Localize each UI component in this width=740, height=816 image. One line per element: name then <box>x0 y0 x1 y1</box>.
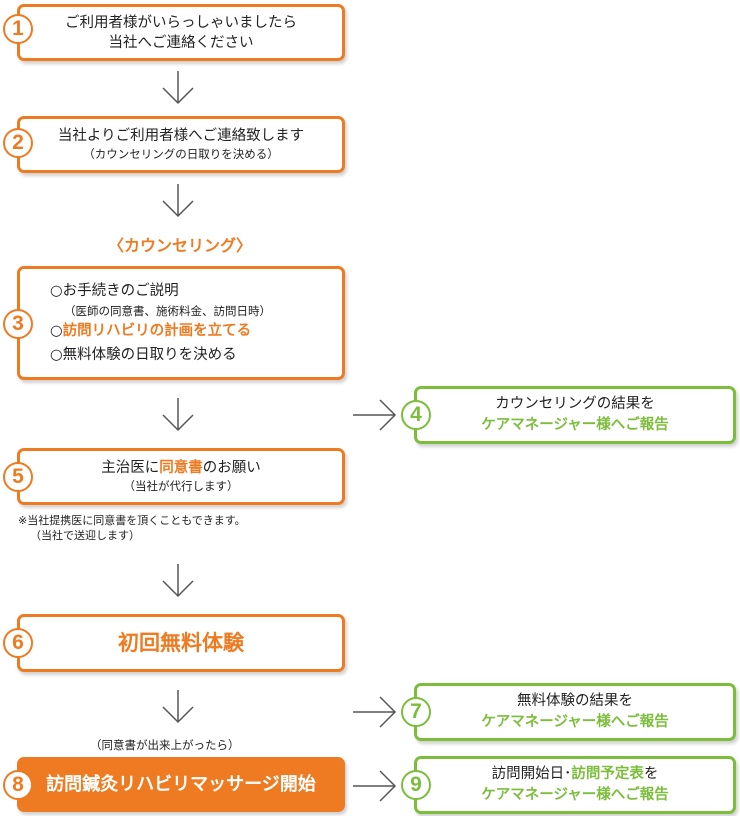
step9-box: 訪問開始日･訪問予定表を ケアマネージャー様へご報告 <box>414 756 736 814</box>
right-arrow-icon <box>353 770 397 802</box>
step5-line1: 主治医に同意書のお願い <box>101 458 261 478</box>
down-arrow-icon <box>162 690 194 724</box>
down-arrow-icon <box>162 184 194 218</box>
step4-badge: 4 <box>401 400 431 430</box>
down-arrow-icon <box>162 564 194 598</box>
step4-line2: ケアマネージャー様へご報告 <box>481 417 669 433</box>
step7-box: 無料体験の結果を ケアマネージャー様へご報告 <box>414 683 736 741</box>
step2-sub: （カウンセリングの日取りを決める） <box>83 147 279 161</box>
step8-title: 訪問鍼灸リハビリマッサージ開始 <box>46 773 316 795</box>
step5-note-line2: （当社で送迎します） <box>30 529 140 542</box>
step6-title: 初回無料体験 <box>118 631 244 655</box>
step5-pre: 主治医に <box>101 460 160 476</box>
right-arrow-icon <box>353 399 397 431</box>
step5-highlight: 同意書 <box>159 460 203 476</box>
step8-badge: 8 <box>3 770 33 800</box>
step5-note-line1: ※当社提携医に同意書を頂くこともできます。 <box>18 514 246 527</box>
step8-box: 訪問鍼灸リハビリマッサージ開始 <box>17 757 345 812</box>
step1-line2: 当社へご連絡ください <box>108 34 254 51</box>
step3-item3: ○無料体験の日取りを決める <box>50 347 237 363</box>
step5-box: 主治医に同意書のお願い （当社が代行します） <box>17 448 345 505</box>
step8-note: （同意書が出来上がったら） <box>90 738 240 752</box>
step6-badge: 6 <box>3 628 33 658</box>
step3-item1: ○お手続きのご説明 <box>50 283 179 299</box>
step3-item1-sub: （医師の同意書、施術料金、訪問日時） <box>64 304 271 318</box>
step9-post: を <box>643 766 659 782</box>
step9-highlight: 訪問予定表 <box>571 766 644 782</box>
down-arrow-icon <box>162 398 194 432</box>
step5-post: のお願い <box>202 460 261 476</box>
step3-item2: 訪問リハビリの計画を立てる <box>62 323 252 339</box>
step1-badge: 1 <box>3 14 33 44</box>
step1-line1: ご利用者様がいらっしゃいましたら <box>65 14 297 31</box>
step5-badge: 5 <box>3 462 33 492</box>
step2-box: 当社よりご利用者様へご連絡致します （カウンセリングの日取りを決める） <box>17 116 345 173</box>
step9-badge: 9 <box>401 770 431 800</box>
step7-line2: ケアマネージャー様へご報告 <box>481 714 669 730</box>
step3-item2-mark: ○ <box>50 323 63 339</box>
step5-sub: （当社が代行します） <box>123 479 239 493</box>
step7-badge: 7 <box>401 697 431 727</box>
counseling-label: 〈カウンセリング〉 <box>107 236 252 255</box>
step3-badge: 3 <box>3 309 33 339</box>
step2-badge: 2 <box>3 128 33 158</box>
step6-box: 初回無料体験 <box>17 614 345 672</box>
step3-item2-row: ○訪問リハビリの計画を立てる <box>50 319 251 343</box>
step9-line1: 訪問開始日･訪問予定表を <box>492 764 659 784</box>
down-arrow-icon <box>162 71 194 105</box>
right-arrow-icon <box>353 696 397 728</box>
step4-box: カウンセリングの結果を ケアマネージャー様へご報告 <box>414 386 736 444</box>
step9-pre: 訪問開始日･ <box>491 766 572 782</box>
step9-line2: ケアマネージャー様へご報告 <box>481 787 669 803</box>
step1-box: ご利用者様がいらっしゃいましたら 当社へご連絡ください <box>17 4 345 61</box>
step2-line1: 当社よりご利用者様へご連絡致します <box>57 128 305 144</box>
step5-note: ※当社提携医に同意書を頂くこともできます。 （当社で送迎します） <box>18 513 246 543</box>
step3-box: ○お手続きのご説明 （医師の同意書、施術料金、訪問日時） ○訪問リハビリの計画を… <box>17 266 345 380</box>
step7-line1: 無料体験の結果を <box>517 693 633 709</box>
step4-line1: カウンセリングの結果を <box>495 396 655 412</box>
